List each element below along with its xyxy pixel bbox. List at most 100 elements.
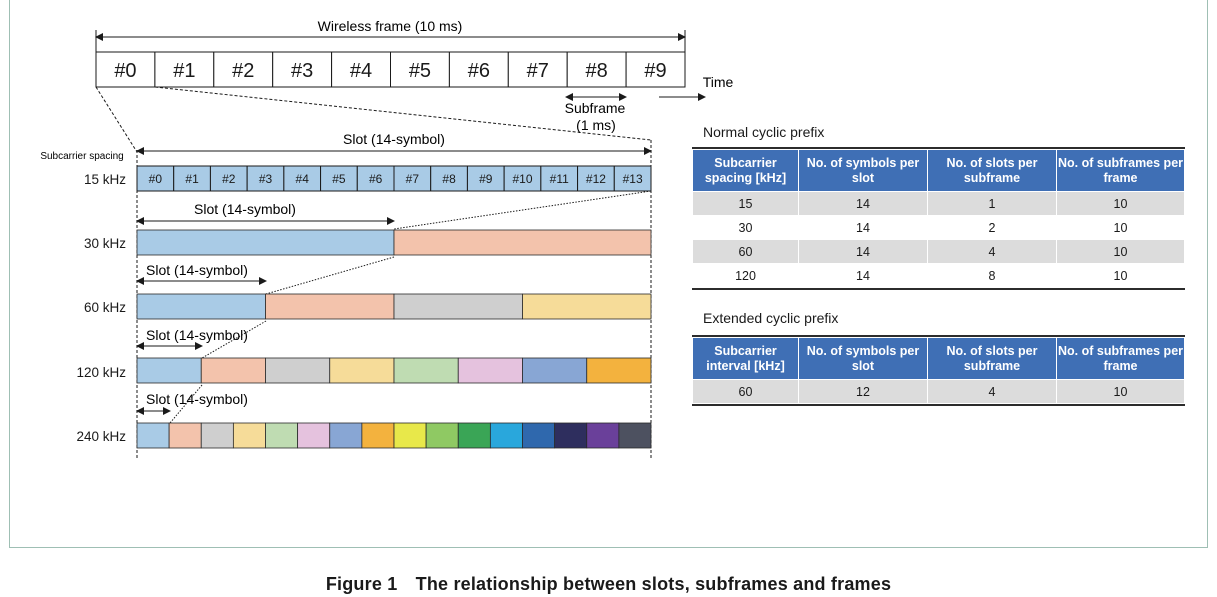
symbol-label: #0 [149,172,163,186]
extended-cp-table-wrap: Subcarrier interval [kHz] No. of symbols… [692,335,1185,406]
subframe-label: #7 [527,60,549,82]
table-cell: 4 [927,379,1057,404]
slot-block [425,422,459,449]
symbol-cell [209,165,248,192]
extended-cp-table: Subcarrier interval [kHz] No. of symbols… [692,337,1185,404]
slot-block [586,422,620,449]
slot-block [393,422,427,449]
slot-block [265,357,331,384]
subframe-box [331,51,392,88]
symbol-label: #4 [296,172,310,186]
spacing-label: 240 kHz [76,429,126,444]
symbol-label: #13 [623,172,643,186]
slot-label-60: Slot (14-symbol) [146,262,248,278]
slot-block [361,422,395,449]
figure-border [9,0,1208,548]
figure-caption: Figure 1 The relationship between slots,… [325,574,892,594]
spacing-label: 120 kHz [76,365,126,380]
symbol-cell [320,165,358,192]
slot-block [297,422,331,449]
slot-block [393,293,523,320]
slot-block [136,422,170,449]
subframe-box [625,51,686,88]
table-cell: 30 [692,215,799,240]
subframe-label: #0 [114,60,136,82]
normal-header-symbols: No. of symbols per slot [798,149,928,192]
table-cell: 4 [927,239,1057,264]
table-cell: 14 [798,191,928,216]
subframe-label: #8 [586,60,608,82]
spacing-label: 60 kHz [84,300,126,315]
extended-header-interval: Subcarrier interval [kHz] [692,337,799,380]
symbol-cell [136,165,175,192]
subframe-box [448,51,509,88]
slot-block [200,357,266,384]
extended-cp-title: Extended cyclic prefix [703,310,839,326]
subframe-label: Subframe [565,100,626,116]
subframe-label: #6 [468,60,490,82]
symbol-label: #6 [369,172,383,186]
slot-block [457,357,523,384]
table-cell: 60 [692,239,799,264]
table-cell: 12 [798,379,928,404]
slot-block [200,422,234,449]
slot-block [393,357,459,384]
table-cell: 14 [798,239,928,264]
table-cell: 10 [1056,379,1185,404]
table-cell: 2 [927,215,1057,240]
symbol-label: #7 [406,172,420,186]
symbol-cell [577,165,615,192]
symbol-label: #1 [185,172,199,186]
slot-label-240: Slot (14-symbol) [146,391,248,407]
subframe-label: #3 [291,60,313,82]
symbol-label: #5 [332,172,346,186]
slot-label-30: Slot (14-symbol) [194,201,296,217]
slot-label-120: Slot (14-symbol) [146,327,248,343]
symbol-label: #3 [259,172,273,186]
subframe-box [213,51,274,88]
table-cell: 10 [1056,263,1185,288]
slot-block [618,422,652,449]
spacing-label: 30 kHz [84,236,126,251]
symbol-cell [466,165,505,192]
slot-block [522,357,588,384]
slot-block [265,422,299,449]
table-row: 30 14 2 10 [692,215,1185,240]
table-cell: 10 [1056,191,1185,216]
slot-block [522,422,556,449]
normal-header-spacing: Subcarrier spacing [kHz] [692,149,799,192]
normal-cp-table: Subcarrier spacing [kHz] No. of symbols … [692,149,1185,288]
normal-header-slots: No. of slots per subframe [927,149,1057,192]
slot-block [393,229,652,256]
table-cell: 10 [1056,215,1185,240]
slot-top-label: Slot (14-symbol) [343,131,445,147]
symbol-label: #9 [479,172,493,186]
symbol-label: #11 [550,172,569,186]
slot-block [457,422,491,449]
symbol-cell [613,165,652,192]
table-cell: 8 [927,263,1057,288]
subframe-label: #9 [644,60,666,82]
symbol-label: #2 [222,172,236,186]
symbol-label: #12 [586,172,606,186]
spacing-label: 15 kHz [84,172,126,187]
slot-block [329,357,395,384]
table-cell: 15 [692,191,799,216]
normal-cp-table-wrap: Subcarrier spacing [kHz] No. of symbols … [692,147,1185,290]
symbol-cell [393,165,432,192]
table-cell: 10 [1056,239,1185,264]
slot-block [265,293,395,320]
slot-block [489,422,523,449]
subframe-label: #5 [409,60,431,82]
slot-block [136,357,202,384]
subcarrier-axis-title: Subcarrier spacing [40,151,123,162]
frame-title: Wireless frame (10 ms) [318,18,463,34]
normal-cp-title: Normal cyclic prefix [703,124,825,140]
table-row: 60 12 4 10 [692,379,1185,404]
subframe-duration: (1 ms) [576,117,616,133]
slot-block [586,357,652,384]
symbol-cell [503,165,542,192]
symbol-cell [356,165,395,192]
table-row: 15 14 1 10 [692,191,1185,216]
